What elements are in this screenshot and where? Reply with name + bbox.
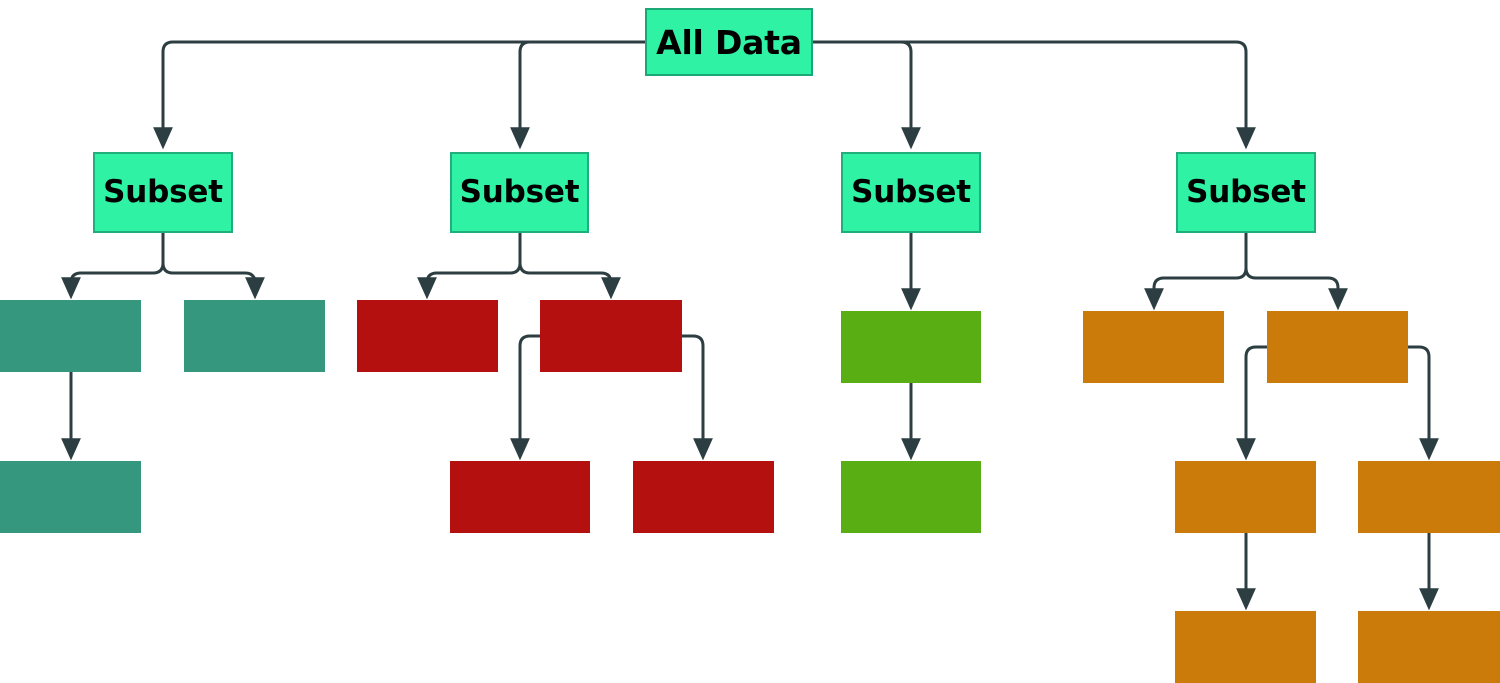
edge-red-2-to-red-3: [510, 334, 540, 461]
node-orange-1[interactable]: [1083, 311, 1224, 383]
node-all-data[interactable]: All Data: [645, 8, 813, 76]
node-teal-2[interactable]: [184, 300, 325, 372]
node-subset-1[interactable]: Subset: [93, 152, 233, 233]
node-orange-4[interactable]: [1358, 461, 1500, 533]
node-subset-1-label: Subset: [103, 174, 223, 210]
node-subset-4[interactable]: Subset: [1176, 152, 1316, 233]
node-red-2[interactable]: [540, 300, 682, 372]
node-orange-5[interactable]: [1175, 611, 1316, 683]
node-subset-3[interactable]: Subset: [841, 152, 981, 233]
edge-subset-4-to-orange-1: [1144, 233, 1248, 311]
node-red-3[interactable]: [450, 461, 590, 533]
edge-root-to-subset-2: [510, 40, 645, 150]
edge-subset-2-to-red-2: [518, 233, 621, 300]
node-subset-4-label: Subset: [1186, 174, 1306, 210]
node-subset-2-label: Subset: [459, 174, 580, 210]
node-all-data-label: All Data: [656, 22, 802, 62]
edge-red-2-to-red-4: [682, 334, 713, 461]
node-teal-1[interactable]: [0, 300, 141, 372]
edge-root-to-subset-4: [813, 40, 1256, 150]
edge-root-to-subset-1: [153, 40, 645, 150]
node-teal-3[interactable]: [0, 461, 141, 533]
node-red-4[interactable]: [633, 461, 774, 533]
node-green-1[interactable]: [841, 311, 981, 383]
node-green-2[interactable]: [841, 461, 981, 533]
edge-subset-1-to-teal-2: [161, 233, 265, 300]
node-orange-3[interactable]: [1175, 461, 1316, 533]
node-orange-2[interactable]: [1267, 311, 1408, 383]
node-orange-6[interactable]: [1358, 611, 1500, 683]
node-red-1[interactable]: [357, 300, 498, 372]
node-subset-2[interactable]: Subset: [450, 152, 589, 233]
edge-root-to-subset-3: [813, 40, 921, 150]
edge-orange-2-to-orange-3: [1236, 345, 1267, 461]
edge-subset-1-to-teal-1: [61, 233, 165, 300]
edge-orange-2-to-orange-4: [1408, 345, 1439, 461]
node-subset-3-label: Subset: [851, 174, 971, 210]
edge-subset-2-to-red-1: [417, 233, 522, 300]
edge-subset-4-to-orange-2: [1244, 233, 1348, 311]
